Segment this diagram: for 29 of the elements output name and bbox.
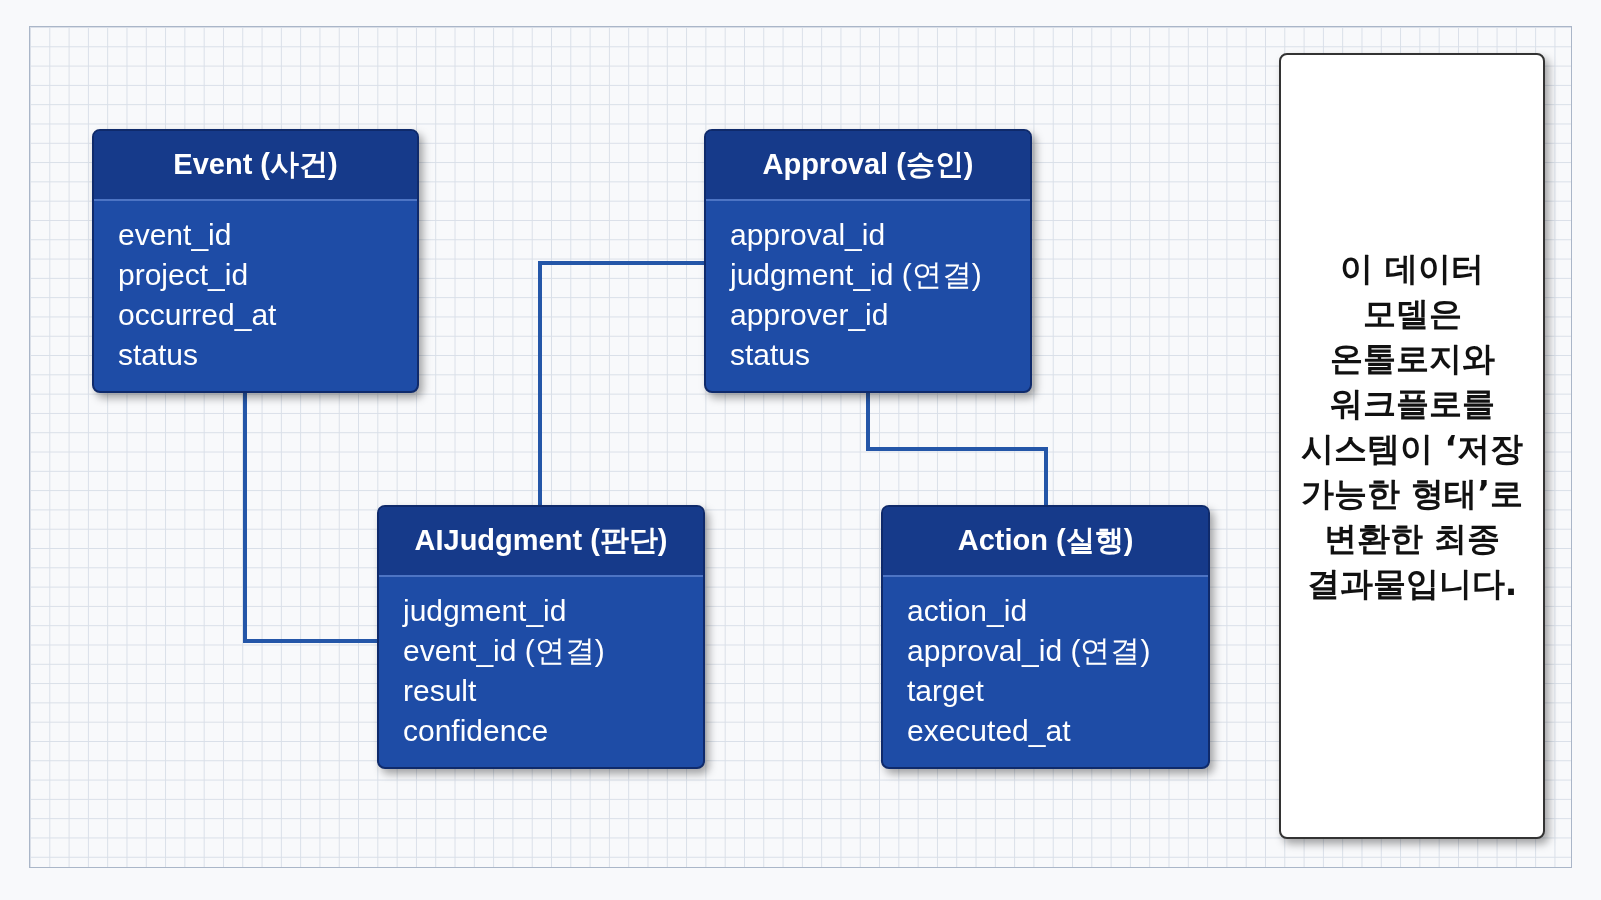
connector-line (243, 393, 377, 643)
field-name: status (118, 337, 200, 373)
field-name: target (907, 673, 985, 709)
field-name: action_id (907, 593, 1029, 629)
field-name: event_id (연결) (403, 633, 606, 669)
field-name: approval_id (730, 217, 887, 253)
entity-header: AIJudgment (판단) (379, 507, 703, 577)
entity-box (704, 129, 1032, 393)
entity-header: Event (사건) (94, 131, 417, 201)
entity-box (881, 505, 1210, 769)
note-text: 이 데이터 모델은 온톨로지와 워크플로를 시스템이 ‘저장 가능한 형태’로 변환한 최종 결과물입니다. (1300, 248, 1524, 605)
field-name: judgment_id (연결) (730, 257, 983, 293)
field-name: judgment_id (403, 593, 568, 629)
field-name: approval_id (연결) (907, 633, 1152, 669)
field-name: status (730, 337, 812, 373)
connector-line (866, 393, 1048, 505)
entity-box (92, 129, 419, 393)
entity-box (377, 505, 705, 769)
field-name: occurred_at (118, 297, 278, 333)
entity-header: Action (실행) (883, 507, 1208, 577)
connector-line (538, 261, 704, 505)
entity-header: Approval (승인) (706, 131, 1030, 201)
field-name: confidence (403, 713, 550, 749)
field-name: executed_at (907, 713, 1072, 749)
field-name: event_id (118, 217, 233, 253)
field-name: result (403, 673, 478, 709)
field-name: approver_id (730, 297, 890, 333)
note-card (1279, 53, 1545, 839)
field-name: project_id (118, 257, 250, 293)
